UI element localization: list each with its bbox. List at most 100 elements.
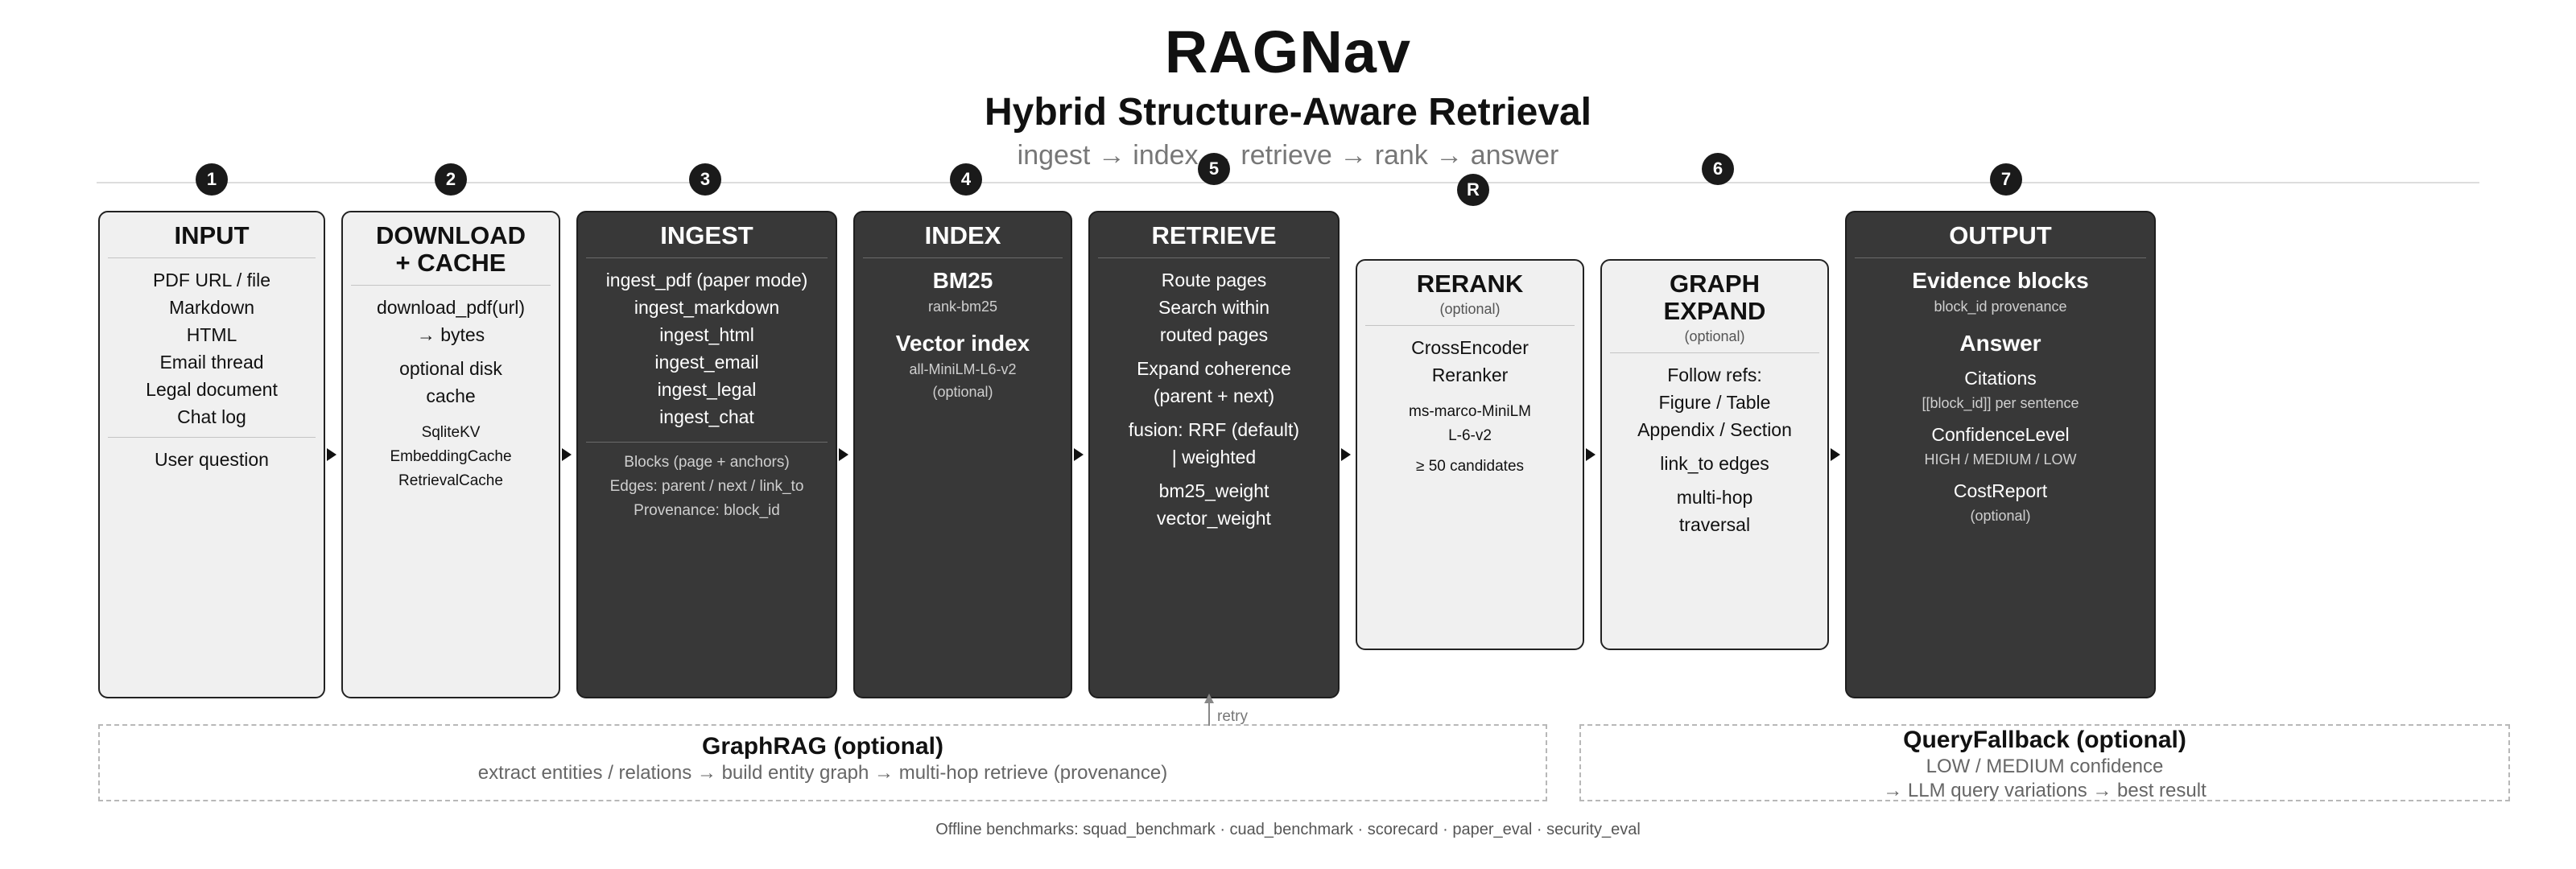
confidence-sub: HIGH / MEDIUM / LOW bbox=[1924, 451, 2077, 467]
ingest-item: ingest_legal bbox=[657, 379, 757, 400]
ingest-item: ingest_chat bbox=[659, 406, 754, 427]
fallback-title: QueryFallback (optional) bbox=[1903, 727, 2186, 753]
download-line: → bytes bbox=[416, 324, 485, 345]
input-item: Markdown bbox=[168, 297, 255, 318]
input-item: Legal document bbox=[146, 379, 278, 400]
download-title-2: + CACHE bbox=[395, 249, 506, 277]
graphrag-panel: GraphRAG (optional) extract entities / r… bbox=[98, 724, 1547, 801]
retrieve-box: RETRIEVE Route pages Search within route… bbox=[1088, 211, 1340, 698]
input-title: INPUT bbox=[174, 221, 250, 249]
vector-index-sub: all-MiniLM-L6-v2 bbox=[909, 361, 1017, 377]
retrieve-line: routed pages bbox=[1159, 324, 1269, 345]
flow-arrow bbox=[1074, 448, 1084, 461]
rerank-candidates: ≥ 50 candidates bbox=[1415, 458, 1525, 475]
input-divider-2 bbox=[108, 437, 316, 438]
retrieve-title: RETRIEVE bbox=[1151, 221, 1277, 249]
ingest-item: ingest_pdf (paper mode) bbox=[605, 270, 808, 290]
input-item: Email thread bbox=[159, 352, 264, 373]
evidence-label: Evidence blocks bbox=[1912, 268, 2089, 293]
ingest-item: ingest_email bbox=[654, 352, 759, 373]
cost-report-sub: (optional) bbox=[1970, 508, 2031, 524]
index-divider bbox=[863, 257, 1063, 258]
retrieve-line: Route pages bbox=[1161, 270, 1267, 290]
bm25-label: BM25 bbox=[932, 268, 993, 293]
rerank-line: Reranker bbox=[1431, 364, 1509, 385]
step-badge-r: R bbox=[1457, 174, 1489, 206]
ingest-item: ingest_markdown bbox=[634, 297, 780, 318]
retry-label: retry bbox=[1217, 708, 1248, 725]
flow-arrow bbox=[562, 448, 572, 461]
graph-line: multi-hop bbox=[1676, 487, 1753, 508]
step-badge-5: 5 bbox=[1198, 153, 1230, 185]
download-cache-box: DOWNLOAD + CACHE download_pdf(url) → byt… bbox=[341, 211, 560, 698]
ingest-note: Blocks (page + anchors) bbox=[624, 454, 790, 471]
rerank-title: RERANK bbox=[1416, 270, 1524, 298]
input-item: PDF URL / file bbox=[152, 270, 271, 290]
evidence-sub: block_id provenance bbox=[1934, 299, 2067, 315]
confidence-label: ConfidenceLevel bbox=[1931, 424, 2070, 445]
download-divider bbox=[351, 285, 551, 286]
header-divider bbox=[97, 182, 2479, 183]
step-badge-6: 6 bbox=[1702, 153, 1734, 185]
index-title: INDEX bbox=[924, 221, 1001, 249]
input-item: Chat log bbox=[177, 406, 246, 427]
ingest-box: INGEST ingest_pdf (paper mode) ingest_ma… bbox=[576, 211, 837, 698]
graph-optional: (optional) bbox=[1684, 328, 1745, 344]
pipeline-tagline: ingest → index → retrieve → rank → answe… bbox=[1017, 140, 1559, 171]
bm25-sub: rank-bm25 bbox=[927, 299, 998, 315]
rerank-line: CrossEncoder bbox=[1411, 337, 1529, 358]
retrieve-line: Search within bbox=[1158, 297, 1270, 318]
graph-line: traversal bbox=[1678, 514, 1751, 535]
retrieve-line: Expand coherence bbox=[1137, 358, 1291, 379]
fallback-sub-2: → LLM query variations → best result bbox=[1883, 780, 2207, 801]
retry-loop-arrow bbox=[1204, 694, 1214, 726]
fallback-sub: LOW / MEDIUM confidence bbox=[1926, 756, 2164, 777]
graph-divider bbox=[1610, 352, 1819, 353]
graph-line: Appendix / Section bbox=[1637, 419, 1792, 440]
cache-item: EmbeddingCache bbox=[390, 448, 512, 465]
input-item: HTML bbox=[186, 324, 237, 345]
output-divider bbox=[1855, 257, 2146, 258]
index-box: INDEX BM25 rank-bm25 Vector index all-Mi… bbox=[853, 211, 1072, 698]
output-box: OUTPUT Evidence blocks block_id provenan… bbox=[1845, 211, 2156, 698]
ingest-item: ingest_html bbox=[659, 324, 754, 345]
output-title: OUTPUT bbox=[1949, 221, 2052, 249]
retrieve-line: (parent + next) bbox=[1153, 385, 1275, 406]
graphrag-sub: extract entities / relations → build ent… bbox=[477, 762, 1168, 784]
answer-label: Answer bbox=[1959, 331, 2041, 356]
retrieve-line: vector_weight bbox=[1157, 508, 1271, 529]
ingest-note: Edges: parent / next / link_to bbox=[609, 478, 804, 495]
ingest-divider-2 bbox=[586, 442, 828, 443]
download-title: DOWNLOAD bbox=[376, 221, 526, 249]
flow-arrow bbox=[839, 448, 848, 461]
flow-arrow bbox=[1586, 448, 1596, 461]
graph-line: Figure / Table bbox=[1658, 392, 1771, 413]
download-line: cache bbox=[426, 385, 476, 406]
step-badge-4: 4 bbox=[950, 163, 982, 196]
citations-sub: [[block_id]] per sentence bbox=[1922, 395, 2079, 411]
graph-title: GRAPH bbox=[1670, 270, 1760, 298]
graph-line: link_to edges bbox=[1660, 453, 1769, 474]
cache-item: RetrievalCache bbox=[398, 472, 503, 489]
download-line: optional disk bbox=[399, 358, 502, 379]
download-line: download_pdf(url) bbox=[376, 297, 526, 318]
graph-expand-box: GRAPH EXPAND (optional) Follow refs: Fig… bbox=[1600, 259, 1829, 650]
cost-report-label: CostReport bbox=[1953, 480, 2048, 501]
flow-arrow bbox=[1341, 448, 1351, 461]
flow-arrow bbox=[1831, 448, 1840, 461]
ingest-note: Provenance: block_id bbox=[634, 502, 780, 519]
graph-line: Follow refs: bbox=[1667, 364, 1762, 385]
graph-title-2: EXPAND bbox=[1663, 297, 1766, 325]
input-user-question: User question bbox=[155, 449, 269, 470]
retrieve-line: | weighted bbox=[1171, 447, 1257, 467]
retrieve-line: fusion: RRF (default) bbox=[1128, 419, 1300, 440]
page-title: RAGNav bbox=[1164, 19, 1412, 85]
cache-item: SqliteKV bbox=[421, 424, 481, 441]
vector-index-optional: (optional) bbox=[932, 384, 993, 400]
step-badge-3: 3 bbox=[689, 163, 721, 196]
retrieve-line: bm25_weight bbox=[1158, 480, 1269, 501]
step-badge-2: 2 bbox=[435, 163, 467, 196]
rerank-optional: (optional) bbox=[1439, 301, 1501, 317]
rerank-box: RERANK (optional) CrossEncoder Reranker … bbox=[1356, 259, 1584, 650]
benchmarks-footer: Offline benchmarks: squad_benchmark · cu… bbox=[935, 821, 1641, 838]
